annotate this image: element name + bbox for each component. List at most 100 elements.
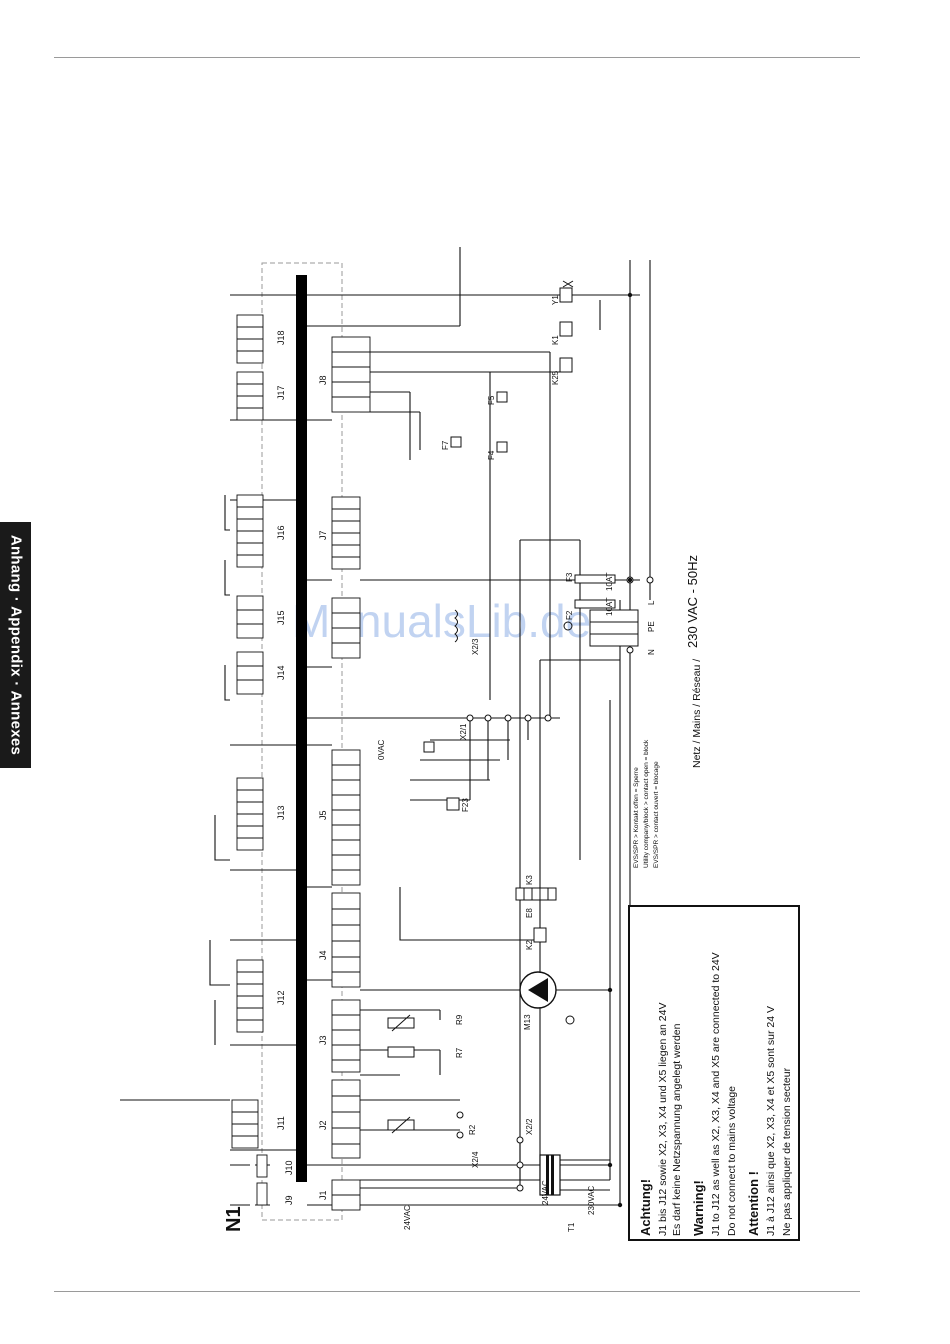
connector-j4 — [331, 892, 361, 988]
heater-e8 — [515, 887, 557, 901]
switch-f4 — [496, 441, 508, 453]
fuse-f2 — [574, 599, 616, 609]
label-t1: T1 — [567, 1222, 576, 1232]
warning-fr-line2: Ne pas appliquer de tension secteur — [781, 1067, 793, 1236]
label-m13: M13 — [523, 1014, 532, 1030]
relay-k2 — [533, 927, 547, 943]
label-f7: F7 — [441, 440, 450, 450]
label-0vac: 0VAC — [377, 739, 386, 760]
label-f2: F2 — [565, 610, 574, 620]
connector-j9 — [256, 1182, 268, 1206]
fuse-f3 — [574, 574, 616, 584]
label-k1: K1 — [551, 335, 560, 345]
warning-en-line2: Do not connect to mains voltage — [726, 1086, 738, 1236]
label-y1: Y1 — [551, 295, 560, 305]
label-j12: J12 — [276, 990, 286, 1005]
junction-dots — [607, 292, 633, 1208]
label-j14: J14 — [276, 665, 286, 680]
label-230vac: 230VAC — [587, 1186, 596, 1215]
connector-j3 — [331, 999, 361, 1073]
label-r9: R9 — [455, 1014, 464, 1025]
evs-note-fr: EVS/SPR > contact ouvert = blocage — [653, 761, 660, 868]
mains-label: Netz / Mains / Réseau / 230 VAC - 50Hz — [685, 555, 703, 768]
label-n: N — [647, 649, 656, 655]
label-j2: J2 — [318, 1120, 328, 1130]
top-connector-group — [231, 314, 268, 1206]
relay-group — [423, 287, 616, 943]
label-j9: J9 — [284, 1195, 294, 1205]
resistor-r7 — [387, 1046, 415, 1058]
label-k25: K25 — [551, 370, 560, 385]
label-j8: J8 — [318, 375, 328, 385]
label-x2-3: X2/3 — [471, 638, 480, 655]
mains-label-text: Netz / Mains / Réseau / — [691, 659, 703, 768]
warning-en-title: Warning! — [691, 1180, 706, 1236]
resistor-group — [387, 1014, 415, 1134]
bottom-connector-group — [331, 336, 371, 1211]
label-f23: F23 — [461, 798, 470, 812]
board-label: N1 — [223, 1206, 245, 1232]
terminal-dots — [456, 576, 654, 1192]
connector-j15 — [236, 595, 264, 639]
label-j13: J13 — [276, 805, 286, 820]
label-j17: J17 — [276, 385, 286, 400]
mains-terminal-block — [589, 609, 639, 647]
evs-notes: EVS/SPR > Kontakt offen = Sperre Utility… — [633, 739, 660, 868]
label-j16: J16 — [276, 525, 286, 540]
appendix-tab: Anhang · Appendix · Annexes — [0, 522, 31, 768]
label-j15: J15 — [276, 610, 286, 625]
label-x2-4: X2/4 — [471, 1151, 480, 1168]
label-j10: J10 — [284, 1160, 294, 1175]
label-k2: K2 — [525, 940, 534, 950]
label-pe: PE — [647, 621, 656, 632]
label-r7: R7 — [455, 1047, 464, 1058]
label-x2-2: X2/2 — [525, 1118, 534, 1135]
warning-content: Achtung! J1 bis J12 sowie X2, X3, X4 und… — [638, 952, 793, 1236]
label-j7: J7 — [318, 530, 328, 540]
label-24vac-terminal: 24VAC — [403, 1205, 412, 1230]
warning-box — [628, 905, 800, 1241]
transformer-t1 — [539, 1154, 561, 1196]
label-f3: F3 — [565, 572, 574, 582]
label-j1: J1 — [318, 1190, 328, 1200]
switch-f23 — [446, 797, 460, 811]
label-fuse-f3-rating: 10AT — [605, 572, 614, 591]
connector-labels: J9 J10 J11 J12 J13 J14 J15 J16 J17 J18 J… — [276, 330, 328, 1205]
evs-note-en: Utility company/block > contact open = b… — [643, 739, 650, 868]
evs-note-de: EVS/SPR > Kontakt offen = Sperre — [633, 767, 640, 868]
relay-k1 — [559, 321, 573, 337]
label-e8: E8 — [525, 908, 534, 918]
warning-en-line1: J1 to J12 as well as X2, X3, X4 and X5 a… — [710, 952, 722, 1236]
connector-j5 — [331, 749, 361, 886]
label-x2-1: X2/1 — [459, 723, 468, 740]
warning-fr-line1: J1 à J12 ainsi que X2, X3, X4 et X5 sont… — [765, 1006, 777, 1236]
label-k3: K3 — [525, 875, 534, 885]
wires — [120, 247, 651, 1206]
label-l: L — [647, 600, 656, 605]
label-j18: J18 — [276, 330, 286, 345]
label-f5: F5 — [487, 395, 496, 405]
label-r2: R2 — [468, 1124, 477, 1135]
label-f4: F4 — [487, 450, 496, 460]
warning-de-line1: J1 bis J12 sowie X2, X3, X4 und X5 liege… — [657, 1003, 669, 1237]
switch-f1 — [423, 741, 435, 753]
bottom-rule — [54, 1291, 860, 1292]
board-outline — [261, 262, 343, 1221]
coil-x2-3 — [454, 609, 458, 643]
connector-j8 — [331, 336, 371, 413]
label-j11: J11 — [276, 1116, 286, 1130]
label-j4: J4 — [318, 950, 328, 960]
pump-m13 — [519, 971, 557, 1009]
connector-j10 — [256, 1154, 268, 1178]
mains-voltage: 230 VAC - 50Hz — [685, 555, 700, 648]
label-j5: J5 — [318, 810, 328, 820]
relay-y1 — [559, 287, 573, 303]
main-bus-bar — [296, 275, 307, 1182]
connector-j14 — [236, 651, 264, 695]
warning-fr-title: Attention ! — [746, 1171, 761, 1236]
warning-de-line2: Es darf keine Netzspannung angelegt werd… — [671, 1023, 683, 1236]
warning-de-title: Achtung! — [638, 1179, 653, 1236]
switch-f5 — [496, 391, 508, 403]
label-j3: J3 — [318, 1035, 328, 1045]
